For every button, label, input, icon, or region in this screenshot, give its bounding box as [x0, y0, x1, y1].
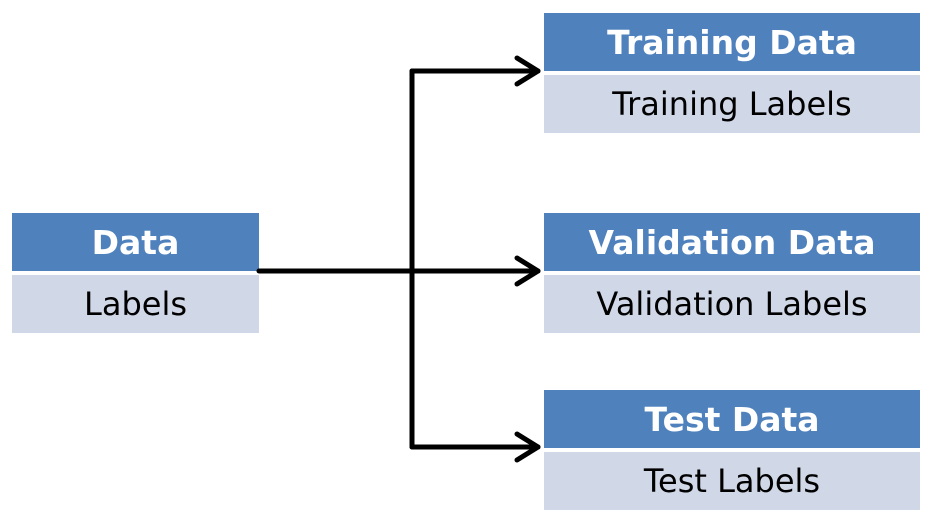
- arrowhead-test: [514, 431, 541, 463]
- training-title: Training Data: [544, 13, 920, 71]
- test-box: Test Data Test Labels: [544, 390, 920, 510]
- source-subtitle: Labels: [12, 275, 259, 333]
- test-title: Test Data: [544, 390, 920, 448]
- arrowhead-training: [514, 55, 541, 87]
- training-subtitle: Training Labels: [544, 75, 920, 133]
- validation-box: Validation Data Validation Labels: [544, 213, 920, 333]
- source-box: Data Labels: [12, 213, 259, 333]
- validation-title: Validation Data: [544, 213, 920, 271]
- test-subtitle: Test Labels: [544, 452, 920, 510]
- validation-subtitle: Validation Labels: [544, 275, 920, 333]
- training-box: Training Data Training Labels: [544, 13, 920, 133]
- source-title: Data: [12, 213, 259, 271]
- arrowhead-validation: [514, 255, 541, 287]
